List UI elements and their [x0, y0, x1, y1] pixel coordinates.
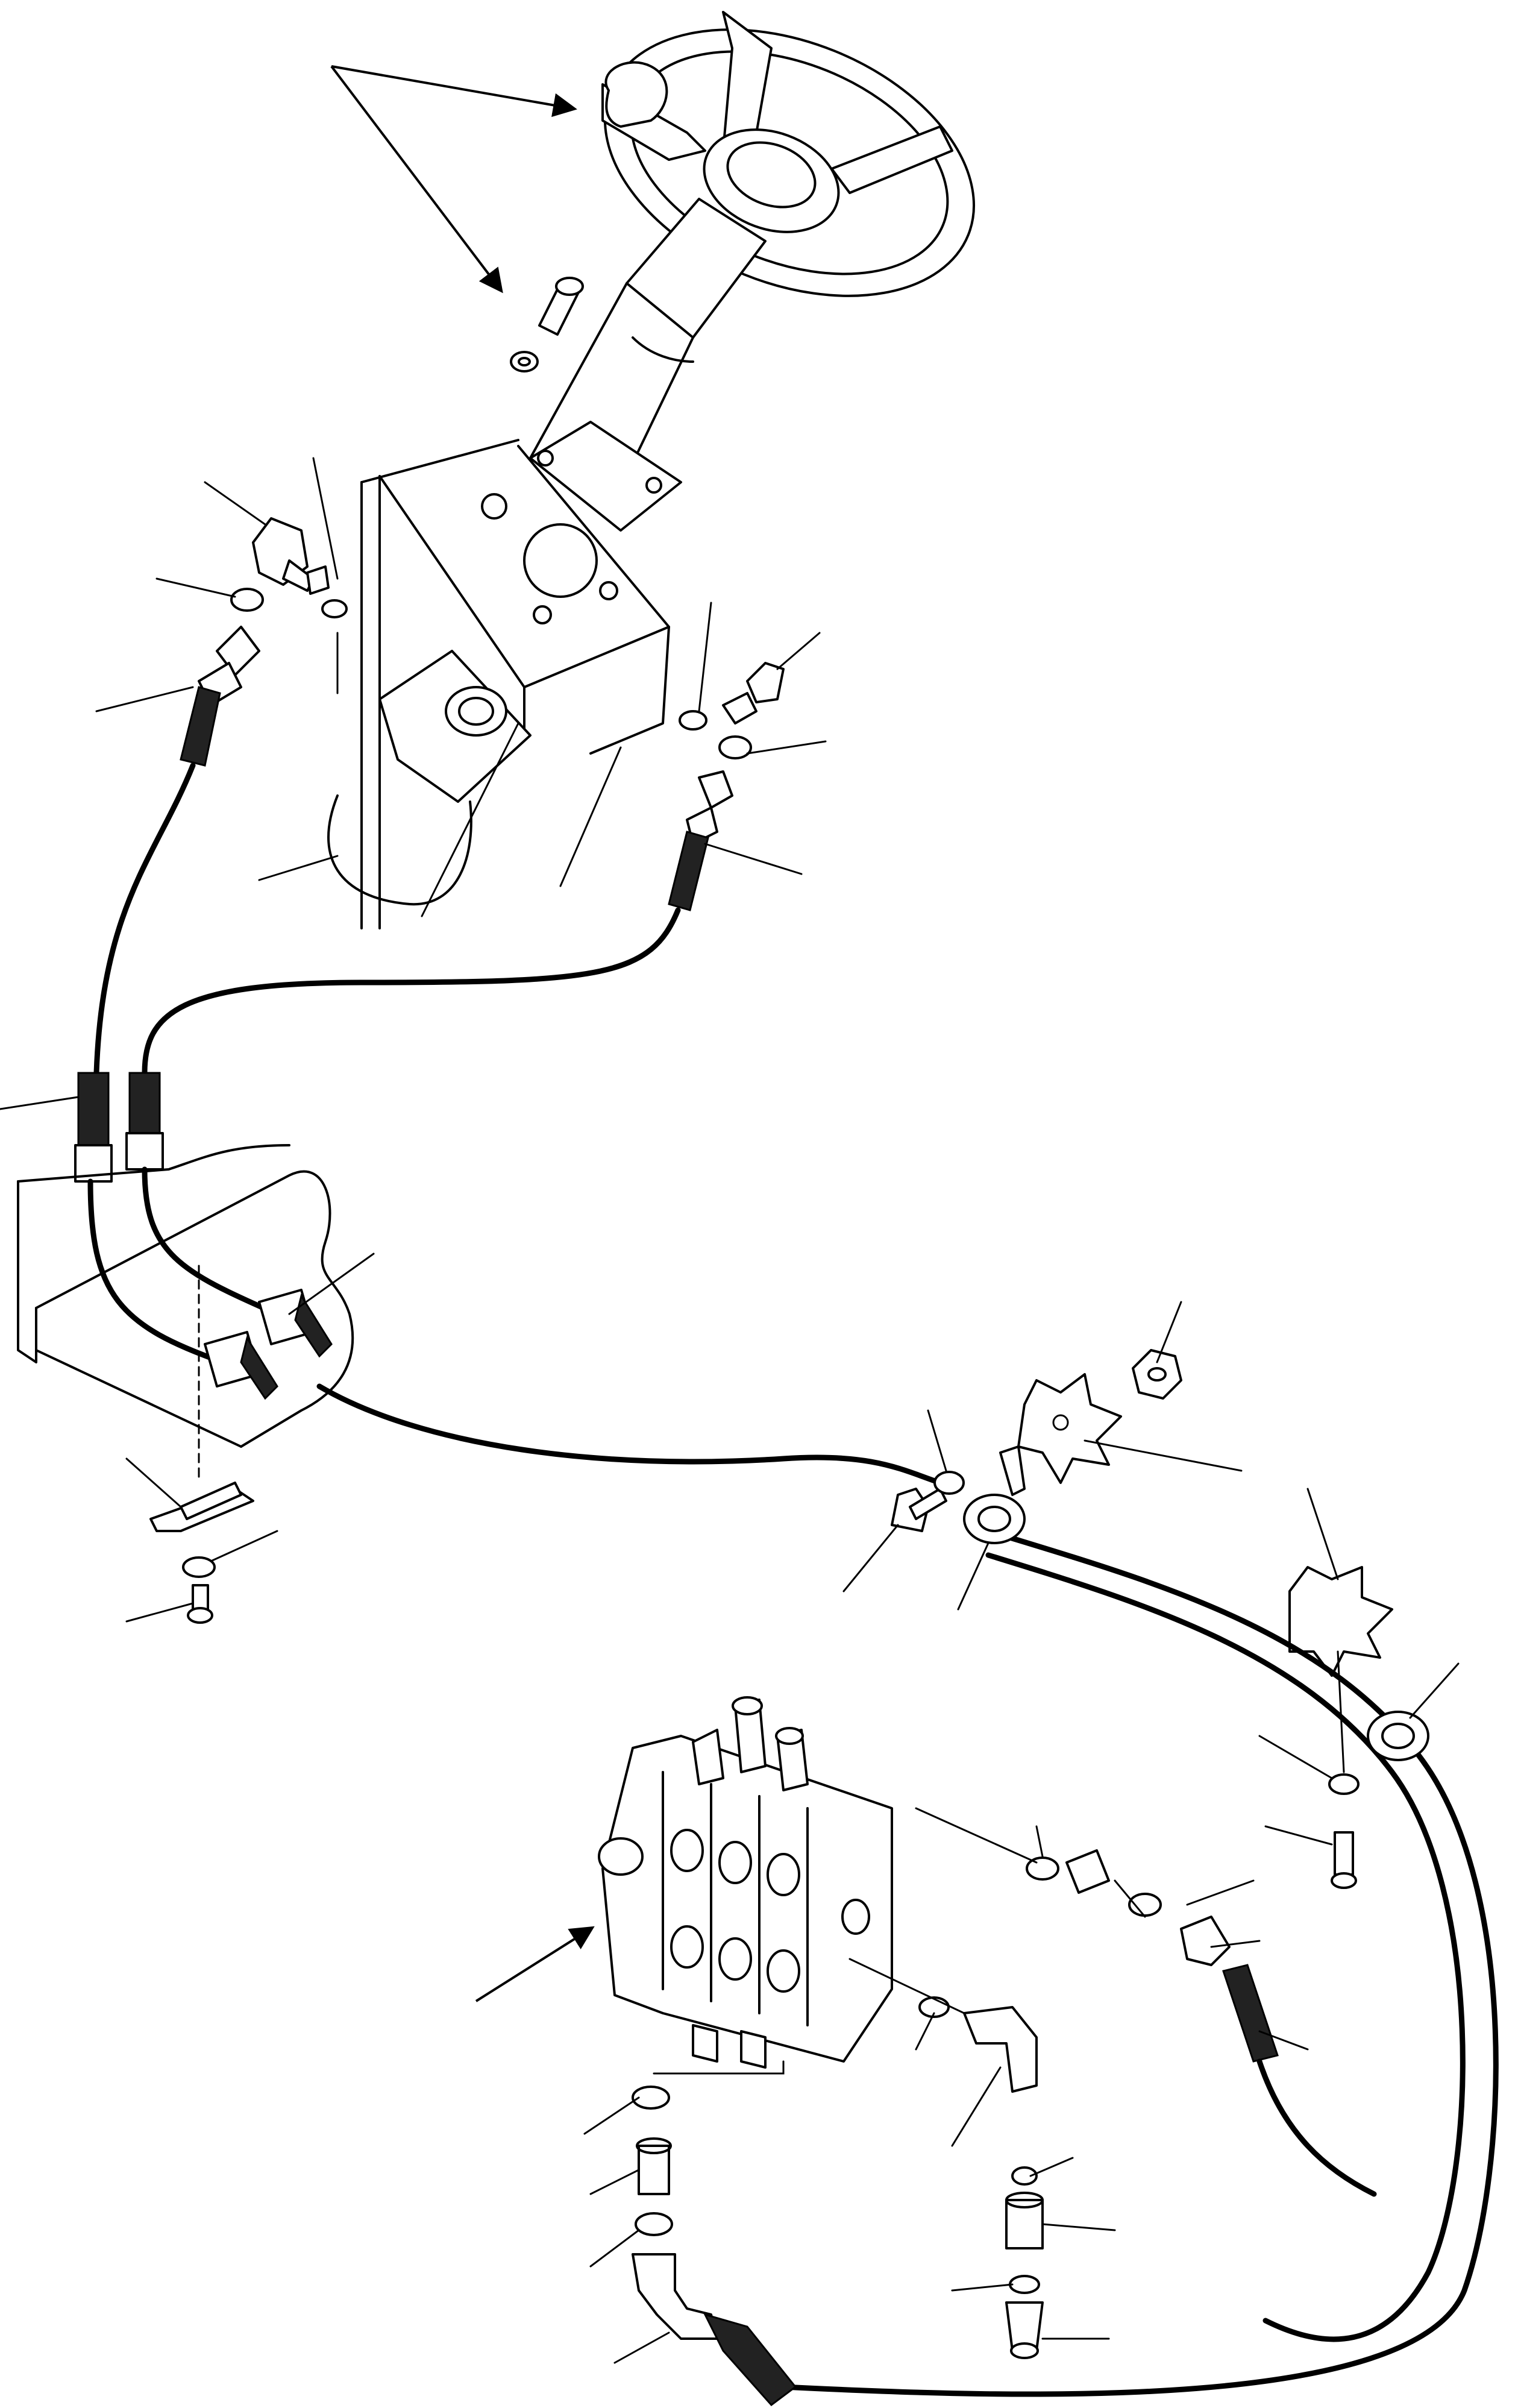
hose-braid	[668, 831, 709, 911]
wheel-hub-cap	[726, 141, 817, 209]
clamp-tab	[999, 1445, 1026, 1496]
nut	[1132, 1349, 1182, 1400]
unit-body	[327, 794, 472, 906]
washer	[718, 735, 752, 759]
hose-braid	[180, 686, 221, 767]
elbow-fitting	[963, 2006, 1038, 2093]
washer	[510, 351, 539, 373]
washer	[182, 1556, 216, 1578]
adapter	[638, 2145, 670, 2195]
column-bolt	[510, 277, 584, 373]
oring	[679, 710, 707, 731]
washer	[230, 588, 264, 612]
oring	[632, 2086, 670, 2110]
elbow-fitting	[632, 2253, 718, 2340]
hose-fitting-upper-left	[180, 626, 260, 767]
screw	[1334, 1831, 1354, 1876]
hose-left	[93, 762, 196, 1076]
adapter	[1005, 2199, 1044, 2249]
hose-braid	[1222, 1964, 1279, 2063]
elbow-fitting-upper-left	[230, 517, 348, 618]
spool	[692, 1729, 724, 1785]
washer	[933, 1471, 965, 1495]
hose-long-b	[780, 1528, 1499, 2397]
adapter	[1065, 1849, 1110, 1894]
bolt-head	[555, 277, 584, 296]
washer	[1009, 2275, 1040, 2294]
steering-column	[529, 198, 767, 532]
hose-end-left	[77, 1072, 110, 1146]
oring	[1026, 1856, 1059, 1881]
wheel-hub	[703, 128, 840, 233]
valve-body	[601, 1735, 893, 2063]
clamp-ring	[1367, 1711, 1429, 1761]
oring	[1011, 2166, 1038, 2186]
hose-assembly	[74, 762, 1499, 2397]
unit-shaft	[445, 686, 507, 737]
spinner-knob	[604, 61, 668, 128]
hose-clip	[149, 1482, 254, 1624]
oring	[321, 599, 348, 618]
steering-unit	[327, 650, 532, 906]
screw	[192, 1584, 209, 1611]
panel-cutaway	[1017, 1373, 1122, 1484]
column-flange	[529, 421, 682, 532]
column-band	[632, 336, 694, 363]
valve-fittings-bottom	[632, 2086, 797, 2407]
washer	[1328, 1773, 1360, 1795]
panel-cutaway	[1288, 1566, 1393, 1677]
leader-lines	[0, 65, 1460, 2364]
oring	[635, 2212, 673, 2236]
hose-fitting	[1180, 1916, 1231, 1966]
frame-cutaway	[17, 1144, 354, 1484]
hose-braid	[703, 2313, 797, 2407]
valve-fittings-right	[918, 1849, 1377, 2359]
elbow-fitting-upper-right	[668, 662, 785, 911]
hose-right	[142, 907, 681, 1076]
hose-long	[316, 1383, 943, 1486]
clamp-right	[1288, 1566, 1429, 1889]
wheel-spoke-right	[830, 125, 953, 194]
control-valve	[598, 1696, 893, 2069]
bolt-head	[891, 1488, 929, 1532]
bracket-mount	[891, 1349, 1182, 1544]
clamp-ring	[963, 1494, 1026, 1544]
